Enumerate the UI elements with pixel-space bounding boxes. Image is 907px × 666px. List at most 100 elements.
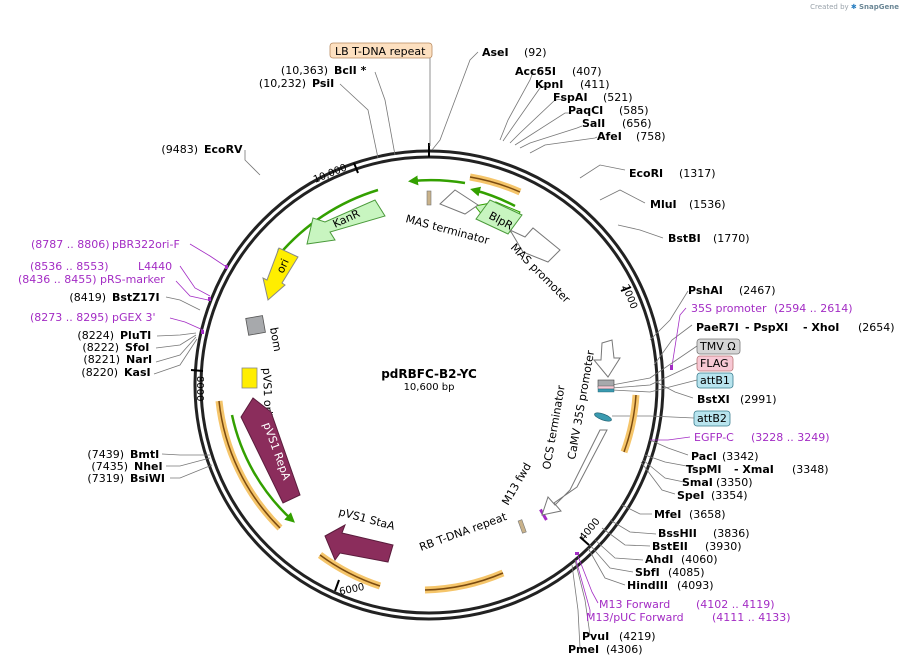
site-ecorv-name: EcoRV — [204, 143, 243, 156]
boxed-feature-labels: LB T-DNA repeat TMV Ω FLAG attB1 attB2 — [329, 42, 741, 427]
primer-prs-range: (8436 .. 8455) — [18, 273, 97, 286]
site-bcli-name: BclI * — [334, 64, 367, 77]
tick-label-10000: 10,000 — [312, 162, 349, 185]
site-bstxi-pos: (2991) — [740, 393, 777, 406]
site-ecori-name: EcoRI — [629, 167, 663, 180]
attb2-marker — [594, 412, 612, 422]
site-bstbi-name: BstBI — [668, 232, 701, 245]
primer-l4440-name: L4440 — [138, 260, 172, 273]
site-nhei-pos: (7435) — [91, 460, 128, 473]
site-pvui-name: PvuI — [582, 630, 609, 643]
scale-ticks — [190, 143, 632, 592]
primer-m13puc-name: M13/pUC Forward — [586, 611, 684, 624]
site-ahdi-name: AhdI — [645, 553, 673, 566]
ocs-arrow — [541, 429, 608, 516]
site-sali-name: SalI — [582, 117, 605, 130]
tick-label-6000: 6000 — [338, 582, 365, 598]
enzyme-sites: AseI (92) Acc65I (407) KpnI (411) FspAI … — [69, 46, 894, 656]
site-sbfi-name: SbfI — [635, 566, 660, 579]
site-asei-pos: (92) — [524, 46, 547, 59]
primer-pbr322ori-range: (8787 .. 8806) — [31, 238, 110, 251]
flag-marker — [597, 385, 615, 390]
site-smai-name: SmaI — [682, 476, 713, 489]
site-bsteii-name: BstEII — [652, 540, 688, 553]
primer-egfp-name: EGFP-C — [694, 431, 734, 444]
rb-tdna-label: RB T-DNA repeat — [418, 510, 509, 554]
primer-pgex-range: (8273 .. 8295) — [30, 311, 109, 324]
site-paci-pos: (3342) — [722, 450, 759, 463]
tmv-box — [696, 338, 741, 355]
site-paci-name: PacI — [691, 450, 717, 463]
tick-label-8000: 8000 — [194, 376, 205, 401]
primer-egfp-range: (3228 .. 3249) — [751, 431, 830, 444]
staa-orange-arc — [317, 552, 382, 590]
repa-green-arc — [230, 414, 295, 523]
site-paer7i-name: PaeR7I — [696, 321, 739, 334]
site-bstbi-pos: (1770) — [713, 232, 750, 245]
site-spei-name: SpeI — [677, 489, 704, 502]
site-kpni-pos: (411) — [580, 78, 610, 91]
site-hindiii-pos: (4093) — [677, 579, 714, 592]
site-psii-pos: (10,232) — [259, 77, 306, 90]
site-kpni-name: KpnI — [535, 78, 563, 91]
pvs1-staa-label: pVS1 StaA — [337, 505, 396, 533]
ori-label: ori — [274, 257, 292, 275]
primer-leader-lines — [169, 243, 691, 616]
pvs1-repa-arrow — [240, 397, 301, 504]
mas-terminator-marker — [426, 190, 432, 206]
primer-35s-range: (2594 .. 2614) — [774, 302, 853, 315]
site-kasi-name: KasI — [124, 366, 151, 379]
tmv-label: TMV Ω — [699, 340, 736, 353]
site-pmei-name: PmeI — [568, 643, 599, 656]
site-fspai-name: FspAI — [553, 91, 588, 104]
site-pspxi-name: - PspXI — [745, 321, 788, 334]
credit-prefix: Created by — [810, 3, 849, 11]
attb1-marker — [597, 388, 615, 393]
site-bstz17i-name: BstZ17I — [112, 291, 160, 304]
site-besshii-pos: (3836) — [713, 527, 750, 540]
site-bsteii-pos: (3930) — [705, 540, 742, 553]
site-bstz17i-pos: (8419) — [69, 291, 106, 304]
m13-fwd-label: M13 fwd — [499, 461, 534, 508]
site-xhoi-name: - XhoI — [803, 321, 839, 334]
site-nhei-name: NheI — [134, 460, 163, 473]
pvs1-oriv-marker — [241, 367, 258, 389]
site-bmti-name: BmtI — [130, 448, 159, 461]
site-paqci-name: PaqCI — [568, 104, 603, 117]
primer-m13f-range: (4102 .. 4119) — [696, 598, 775, 611]
site-sbfi-pos: (4085) — [668, 566, 705, 579]
attb2-label: attB2 — [697, 412, 727, 425]
site-mfei-pos: (3658) — [689, 508, 726, 521]
site-paer7i-pos: (2654) — [858, 321, 895, 334]
primer-m13puc-range: (4111 .. 4133) — [712, 611, 791, 624]
primer-prs-name: pRS-marker — [100, 273, 165, 286]
site-smai-pos: (3350) — [716, 476, 753, 489]
lb-tdna-box — [329, 42, 433, 59]
site-spei-pos: (3354) — [711, 489, 748, 502]
primer-35s-name: 35S promoter — [691, 302, 767, 315]
primer-pbr322ori-name: pBR322ori-F — [112, 238, 180, 251]
site-afei-pos: (758) — [636, 130, 666, 143]
kanr-arrow — [306, 199, 386, 245]
site-fspai-pos: (521) — [603, 91, 633, 104]
site-psii-name: PsiI — [312, 77, 334, 90]
site-leader-lines — [153, 51, 694, 649]
attb1-label: attB1 — [700, 374, 730, 387]
bottom-orange-arc — [424, 569, 505, 594]
attb2-box — [693, 410, 731, 427]
site-asei-name: AseI — [482, 46, 509, 59]
site-ecorv-pos: (9483) — [161, 143, 198, 156]
site-paqci-pos: (585) — [619, 104, 649, 117]
site-pshai-name: PshAI — [688, 284, 723, 297]
bom-marker — [245, 315, 266, 336]
site-nari-name: NarI — [126, 353, 152, 366]
site-hindiii-name: HindIII — [627, 579, 668, 592]
site-xmai-name: - XmaI — [734, 463, 774, 476]
site-nari-pos: (8221) — [83, 353, 120, 366]
primer-m13f-name: M13 Forward — [599, 598, 670, 611]
site-acc65i-pos: (407) — [572, 65, 602, 78]
mas-promoter-arrow — [508, 227, 561, 263]
site-bsiwi-pos: (7319) — [87, 472, 124, 485]
site-pluti-pos: (8224) — [77, 329, 114, 342]
